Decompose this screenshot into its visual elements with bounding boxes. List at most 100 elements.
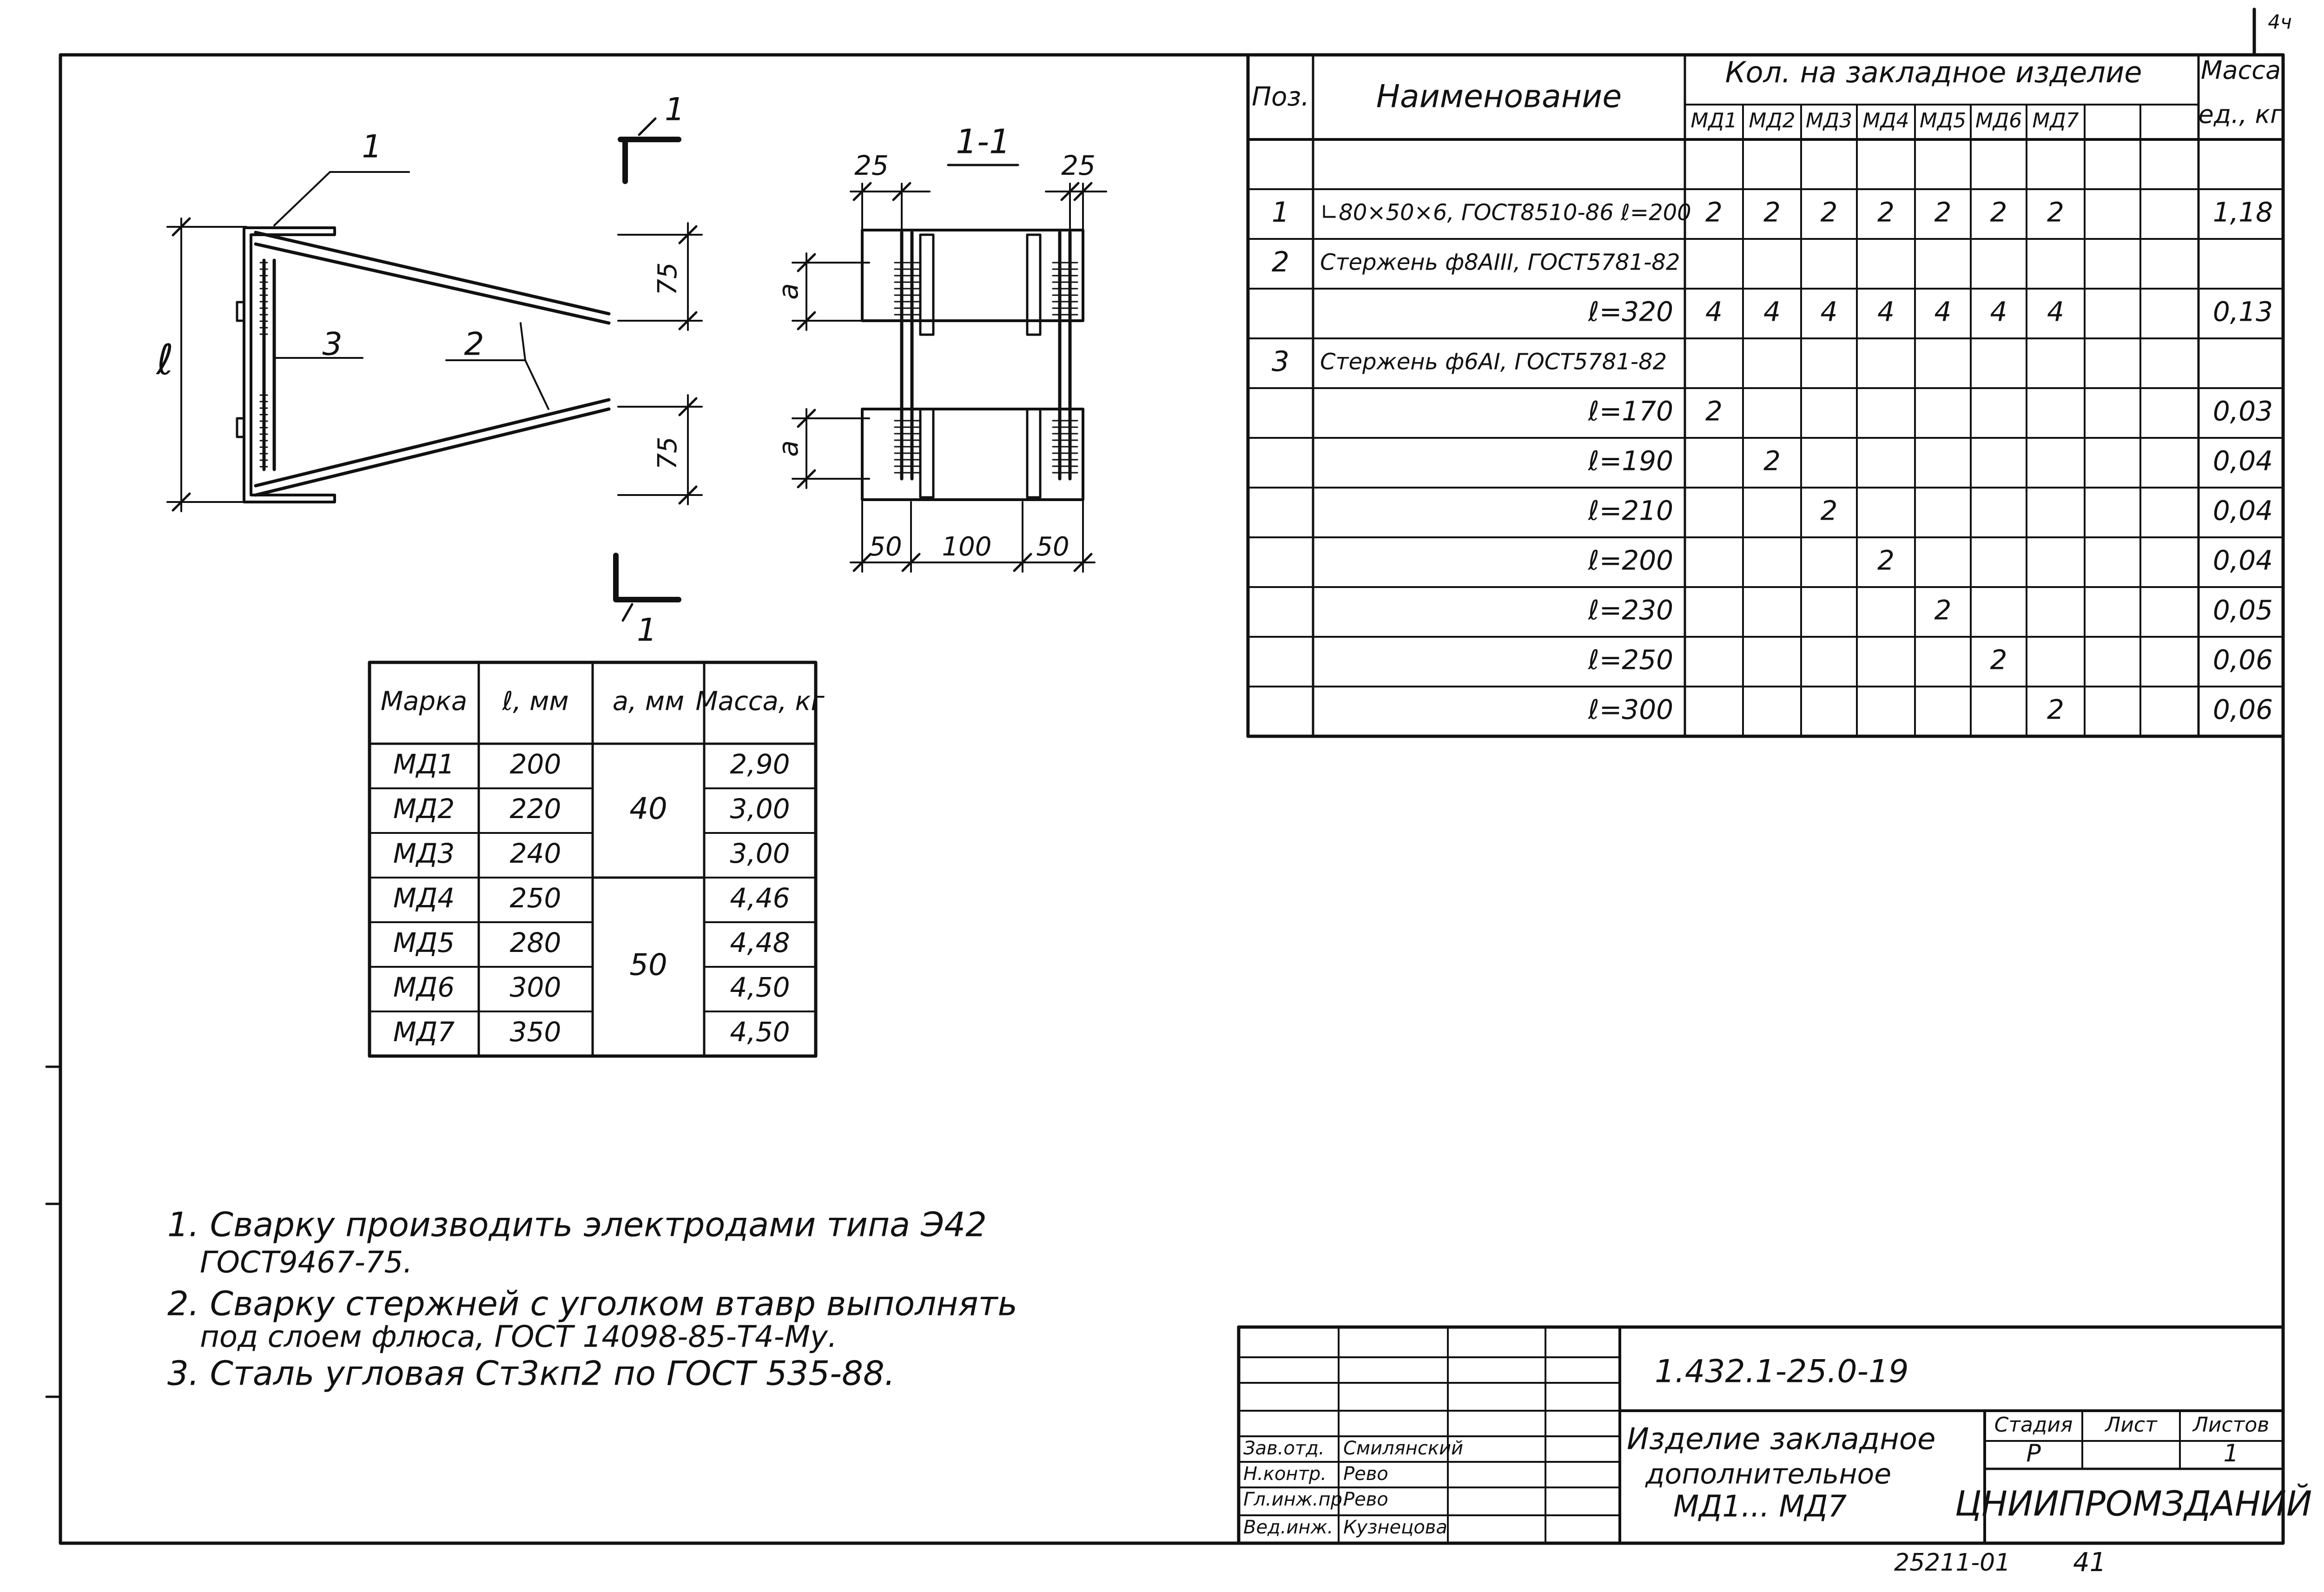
dimension-tick [1060,182,1080,201]
signature-name: Смилянский [1343,1438,1463,1459]
spec-cell-mass: 0,04 [2213,495,2273,527]
dimension-tick [678,311,698,330]
rod-upper [254,231,611,316]
marks-cell-mass: 4,50 [730,971,790,1003]
sheets-value: 1 [2223,1440,2238,1467]
sheets-label: Листов [2192,1413,2269,1437]
stage-label: Стадия [1994,1413,2073,1437]
dimension-tick [678,485,698,505]
spec-cell-qty: 4 [1763,296,1781,328]
spec-cell-qty: 2 [1990,197,2007,228]
spec-cell-name: ∟80×50×6, ГОСТ8510-86 ℓ=200 [1320,200,1691,226]
spec-col-header: МД3 [1806,109,1852,132]
spec-cell-mass: 0,04 [2213,545,2273,576]
signature-role: Вед.инж. [1243,1517,1333,1538]
callout-2: 2 [464,326,484,363]
marks-cell-mass: 2,90 [730,748,790,780]
spec-cell-qty: 2 [1821,495,1838,527]
leader-line [524,359,549,410]
sheet-label: Лист [2104,1413,2158,1437]
spec-cell-name: Стержень ф8АIII, ГОСТ5781-82 [1320,250,1680,276]
marks-cell-a: 40 [629,792,667,826]
section-mark-top [618,137,681,184]
spec-cell-name: ℓ=230 [1588,595,1673,626]
marks-header: Масса, кг [695,687,825,717]
section-mark-flag [621,603,634,622]
marks-cell-mass: 3,00 [730,793,790,825]
spec-cell-qty: 2 [1705,197,1723,228]
dimension-tick [901,553,921,572]
spec-col-header: МД7 [2032,109,2079,132]
footer-page: 41 [2073,1547,2106,1578]
marks-cell-l: 350 [510,1016,561,1048]
dimension-a: a [772,283,804,300]
spec-cell-name: ℓ=170 [1588,396,1673,427]
dimension-25: 25 [854,150,889,181]
dimension-tick [172,217,191,237]
spec-cell-pos: 2 [1272,246,1289,278]
stage-value: Р [2026,1440,2041,1467]
spec-header-qty: Кол. на закладное изделие [1725,55,2142,89]
marks-cell-l: 220 [510,793,561,825]
section-mark-label: 1 [665,92,685,128]
marks-cell-mark: МД2 [393,793,455,825]
leader-line [273,171,331,226]
marks-cell-l: 240 [510,838,561,869]
signature-role: Н.контр. [1243,1463,1327,1485]
section-title: 1-1 [956,122,1010,161]
marks-cell-mark: МД4 [393,882,455,914]
note-3: 3. Сталь угловая Ст3кп2 по ГОСТ 535-88. [167,1354,895,1393]
spec-cell-qty: 2 [1877,545,1895,576]
rod-lower [254,398,611,488]
signature-name: Рево [1343,1463,1388,1485]
callout-3: 3 [322,326,342,363]
signature-name: Кузнецова [1343,1517,1447,1538]
spec-header-name: Наименование [1376,79,1622,115]
spec-cell-mass: 0,05 [2213,595,2273,626]
document-title: дополнительное [1645,1458,1891,1491]
marks-cell-mark: МД7 [393,1016,455,1048]
section-mark-label: 1 [637,612,657,649]
document-title: Изделие закладное [1627,1422,1935,1457]
note-1-cont: ГОСТ9467-75. [200,1246,413,1280]
dimension-tick [797,409,816,428]
spec-cell-qty: 2 [1705,396,1723,427]
plate-lower [861,408,1084,501]
rod-stub [919,233,935,336]
spec-col-header: МД4 [1862,109,1909,132]
marks-cell-mass: 4,46 [730,882,790,914]
section-mark-flag [638,117,657,136]
spec-cell-qty: 4 [1934,296,1952,328]
spec-cell-name: ℓ=300 [1588,694,1673,726]
note-2-cont: под слоем флюса, ГОСТ 14098-85-Т4-Му. [200,1320,837,1354]
spec-cell-mass: 0,06 [2213,644,2273,676]
marks-cell-mark: МД5 [393,927,455,958]
spec-cell-name: ℓ=250 [1588,644,1673,676]
callout-1: 1 [362,129,382,165]
rod-stub [919,408,935,499]
signature-role: Гл.инж.пр. [1243,1489,1348,1510]
spec-cell-qty: 2 [2047,197,2064,228]
dimension-tick [1013,553,1032,572]
spec-cell-pos: 1 [1272,196,1289,229]
spec-cell-name: ℓ=190 [1588,445,1673,477]
spec-cell-qty: 2 [1877,197,1895,228]
spec-cell-qty: 2 [1934,595,1952,626]
dimension-75: 75 [653,262,683,295]
dimension-50: 50 [869,532,902,562]
spec-col-header: МД2 [1749,109,1795,132]
dimension-l: ℓ [155,336,173,384]
corner-mark: 4ч [2268,11,2292,33]
marks-cell-a: 50 [629,948,667,983]
spec-cell-mass: 0,03 [2213,396,2273,427]
marks-cell-l: 280 [510,927,561,958]
document-code: 1.432.1-25.0-19 [1655,1354,1909,1390]
spec-cell-qty: 2 [1990,644,2007,676]
spec-cell-qty: 4 [1821,296,1838,328]
dimension-25: 25 [1061,150,1096,181]
rod-lower [254,407,611,497]
marks-cell-mark: МД6 [393,971,455,1003]
spec-cell-qty: 2 [2047,694,2064,726]
marks-header: a, мм [613,687,684,717]
